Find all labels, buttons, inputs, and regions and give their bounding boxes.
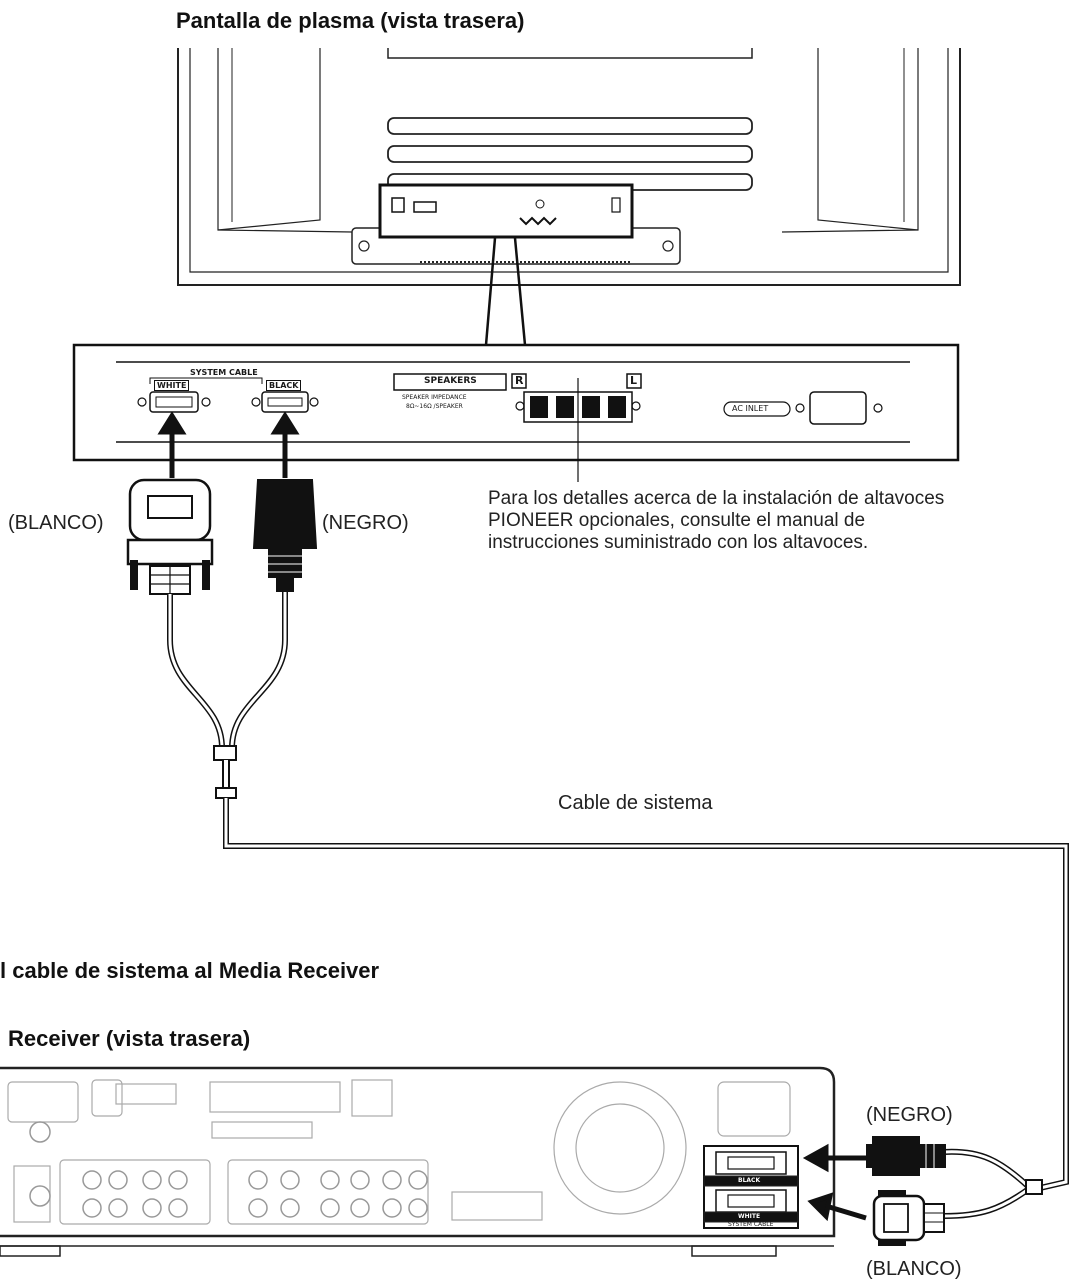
black-plug-bottom — [866, 1136, 946, 1176]
blanco-label-top: (BLANCO) — [8, 512, 104, 534]
terminal-panel — [72, 343, 960, 462]
receiver-black-label: BLACK — [738, 1177, 761, 1184]
white-plug-top — [126, 478, 214, 595]
black-plug-top — [252, 479, 318, 592]
ac-inlet-label: AC INLET — [732, 404, 769, 413]
receiver-heading: Receiver (vista trasera) — [8, 1026, 251, 1051]
speaker-note: Para los detalles acerca de la instalaci… — [488, 488, 945, 553]
insert-arrows — [157, 411, 300, 478]
left-channel-label: L — [630, 374, 638, 387]
speakers-label: SPEAKERS — [424, 376, 477, 386]
receiver-system-cable-label: SYSTEM CABLE — [728, 1221, 774, 1228]
connect-heading: l cable de sistema al Media Receiver — [0, 958, 380, 983]
black-label: BLACK — [266, 380, 302, 391]
receiver-arrows — [802, 1143, 867, 1222]
callout-lines — [484, 237, 527, 346]
system-cable — [167, 592, 1069, 1219]
speaker-impedance-value: 8Ω~16Ω /SPEAKER — [406, 403, 463, 410]
media-receiver — [0, 1066, 836, 1257]
plasma-terminal-box — [378, 183, 634, 239]
blanco-label-bottom: (BLANCO) — [866, 1258, 962, 1280]
negro-label-top: (NEGRO) — [322, 512, 409, 534]
receiver-white-label: WHITE — [738, 1213, 761, 1220]
system-cable-label: SYSTEM CABLE — [190, 368, 258, 377]
speaker-impedance-label: SPEAKER IMPEDANCE — [402, 394, 467, 401]
right-channel-label: R — [515, 374, 524, 387]
negro-label-bottom: (NEGRO) — [866, 1104, 953, 1126]
system-cable-caption: Cable de sistema — [558, 792, 713, 814]
white-label: WHITE — [154, 380, 190, 391]
white-plug-bottom — [872, 1190, 945, 1246]
plasma-heading: Pantalla de plasma (vista trasera) — [176, 8, 525, 33]
plasma-display — [177, 48, 961, 286]
